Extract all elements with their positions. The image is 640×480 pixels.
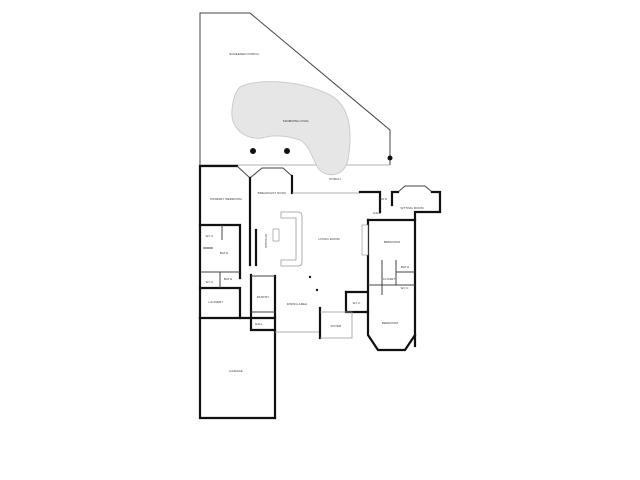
swimming-pool [231, 81, 351, 176]
label-wic-bedroom-2: W.I.C. [353, 301, 362, 305]
label-kitchen: KITCHEN [264, 234, 268, 248]
post [315, 288, 319, 292]
label-breakfast-nook: BREAKFAST NOOK [258, 191, 287, 195]
label-primary-bedroom: PRIMARY BEDROOM [210, 197, 242, 201]
label-bedroom-2: BEDROOM [382, 321, 399, 325]
post [308, 275, 312, 279]
column-post [250, 148, 256, 154]
label-garage: GARAGE [229, 369, 242, 373]
label-porch: PORCH [329, 177, 340, 181]
label-wic-bedroom: W.I.C. [401, 286, 410, 290]
label-bath-sitting: BATH [379, 197, 387, 201]
label-pantry: PANTRY [257, 295, 270, 299]
label-living-room: LIVING ROOM [318, 237, 340, 241]
room-labels: SCREENED PORCH SWIMMING POOL PORCH PRIMA… [206, 52, 424, 373]
label-bedroom-1: BEDROOM [384, 240, 401, 244]
label-swimming-pool: SWIMMING POOL [283, 119, 310, 123]
label-wic-primary-2: W.I.C. [206, 280, 215, 284]
label-laundry: LAUNDRY [209, 300, 224, 304]
label-bath-bedroom: BATH [401, 265, 409, 269]
label-hall-sitting: HALL [373, 211, 381, 215]
column-post [284, 148, 290, 154]
label-hall-garage: HALL [255, 322, 263, 326]
column-post [387, 155, 393, 161]
label-sitting-room: SITTING ROOM [400, 206, 424, 210]
label-bath-half: BATH [224, 277, 232, 281]
house-walls [198, 164, 442, 420]
label-closet: CLOSET [383, 277, 396, 281]
label-bath-primary: BATH [220, 251, 228, 255]
label-screened-porch: SCREENED PORCH [229, 52, 259, 56]
label-foyer: FOYER [331, 324, 343, 328]
label-wic-primary-1: W.I.C. [206, 234, 215, 238]
label-dining-area: DINING AREA [287, 302, 307, 306]
